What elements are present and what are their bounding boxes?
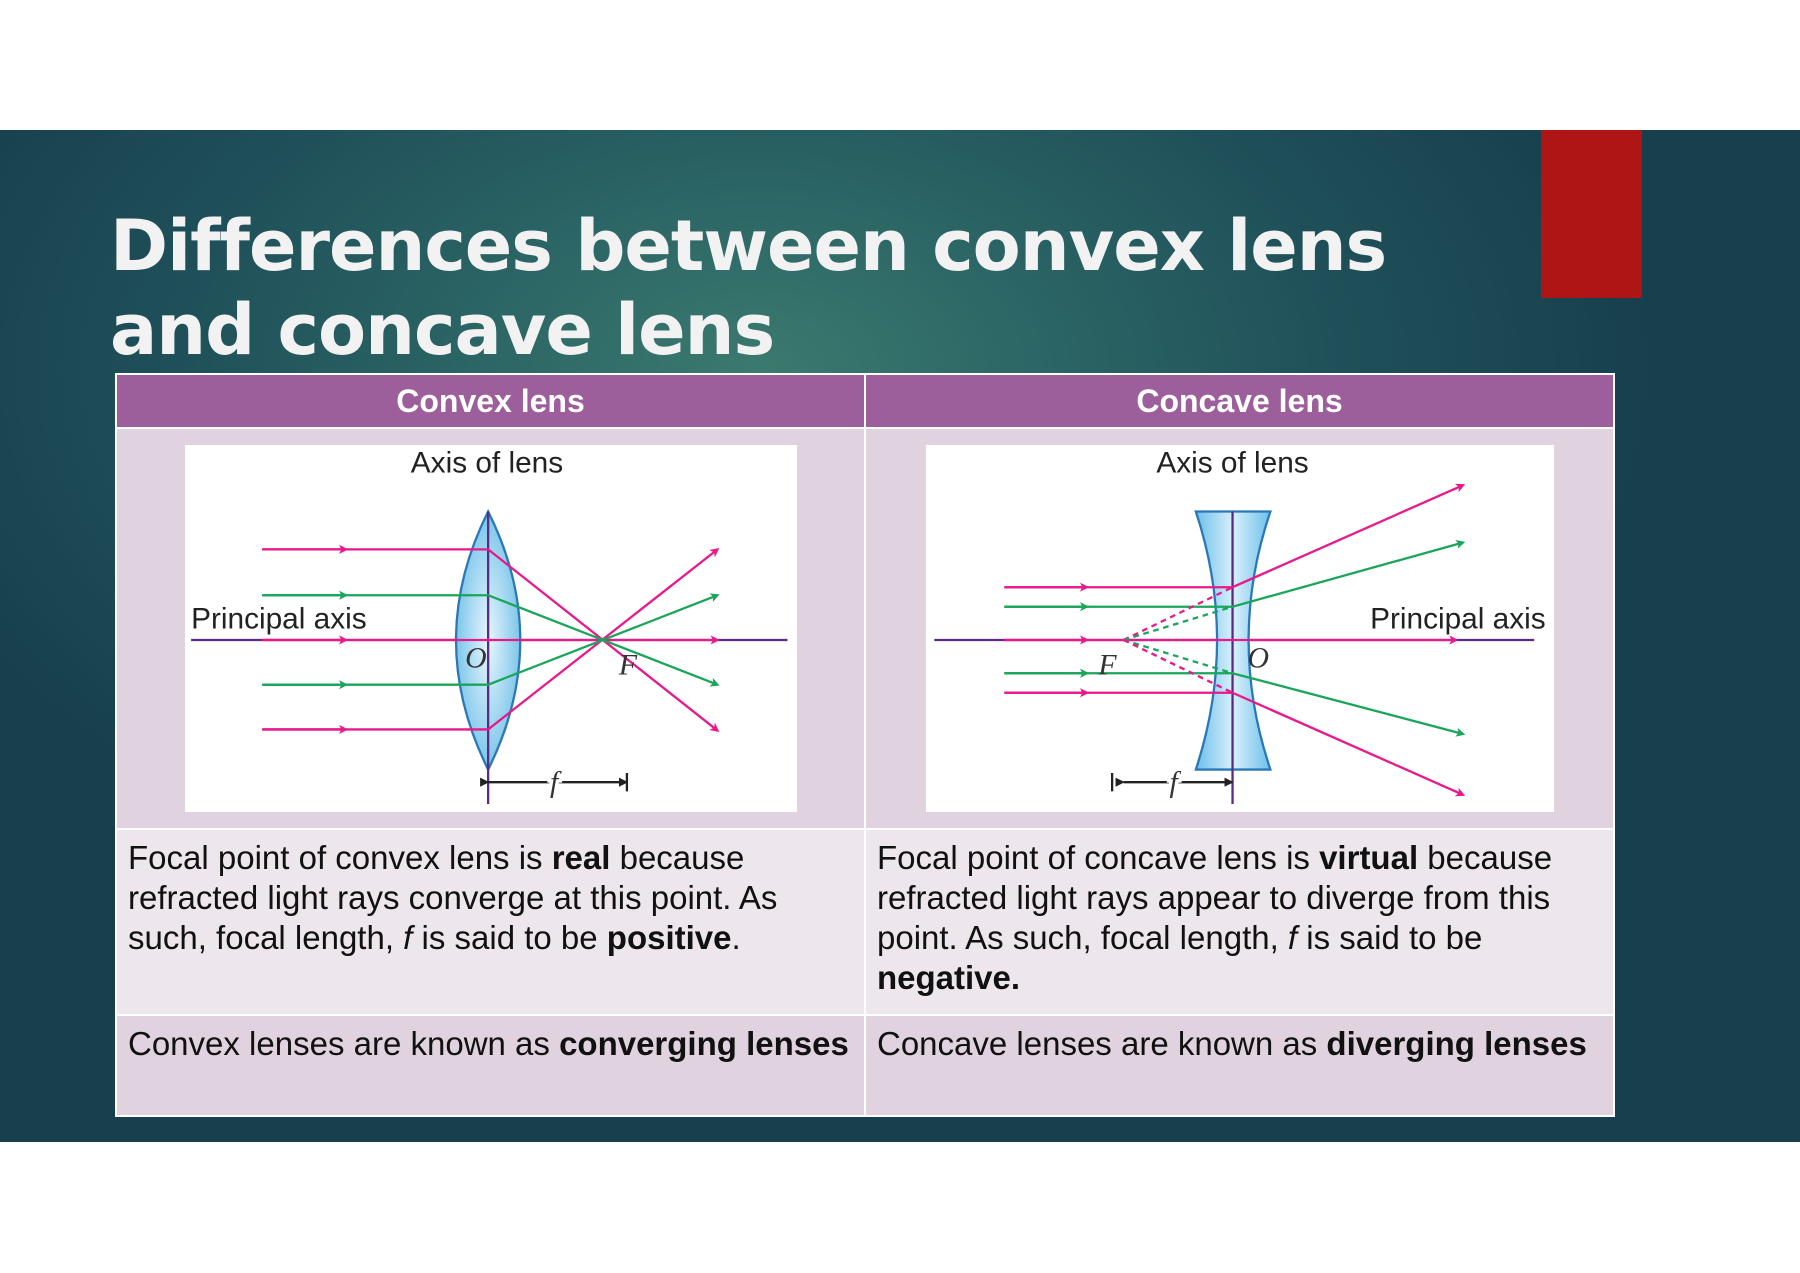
concave-focal-point-cell: Focal point of concave lens is virtual b… [864,828,1615,1016]
principal-axis-label: Principal axis [191,603,367,636]
principal-axis-label: Principal axis [1370,603,1546,636]
header-concave: Concave lens [864,373,1615,429]
convex-focal-point-cell: Focal point of convex lens is real becau… [115,828,866,1016]
focal-point-label: F [1097,648,1117,681]
axis-of-lens-label: Axis of lens [410,447,562,480]
focal-point-label: F [617,648,637,681]
slide: Differences between convex lens and conc… [0,130,1800,1142]
axis-of-lens-label: Axis of lens [1156,447,1308,480]
comparison-table: Convex lens Concave lens Axis of lens Pr… [115,373,1615,1117]
header-convex: Convex lens [115,373,866,429]
concave-lens-diagram: Axis of lens Principal axis F [925,445,1554,812]
accent-bar [1541,130,1642,298]
concave-name-cell: Concave lenses are known as diverging le… [864,1014,1615,1117]
convex-lens-diagram: Axis of lens Principal axis O F f [184,445,797,812]
optical-centre-label: O [465,641,487,674]
slide-title: Differences between convex lens and conc… [110,205,1387,371]
optical-centre-label: O [1247,641,1269,674]
convex-name-cell: Convex lenses are known as converging le… [115,1014,866,1117]
